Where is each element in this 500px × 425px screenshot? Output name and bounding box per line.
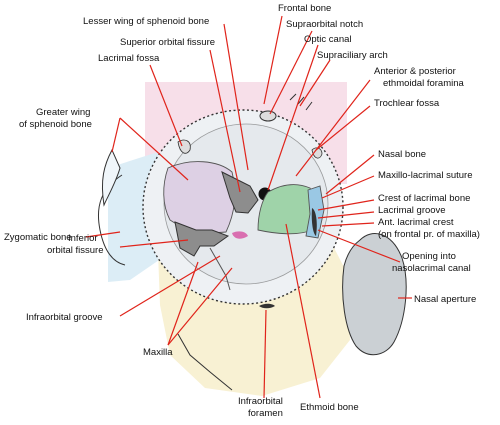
leader-infraorbital-foramen (263, 309, 267, 399)
label-greater-wing-2: of sphenoid bone (19, 119, 92, 130)
label-ethmoidal-foramina-2: ethmoidal foramina (383, 78, 465, 89)
leader-greater-wing-b (111, 117, 121, 153)
nasal-aperture (342, 233, 407, 356)
superior-orbital-fissure (221, 171, 259, 214)
label-supraorbital-notch: Supraorbital notch (286, 19, 363, 30)
label-lacrimal-groove: Lacrimal groove (378, 205, 446, 216)
label-nasal-bone: Nasal bone (378, 149, 426, 160)
inferior-orbital-fissure (174, 221, 230, 257)
leader-infraorbital-groove (119, 255, 221, 317)
leader-crest-lacrimal (317, 199, 375, 211)
label-maxilla: Maxilla (143, 347, 173, 358)
leader-frontal-bone (263, 15, 283, 105)
label-nasolacrimal-2: nasolacrimal canal (392, 263, 471, 274)
orbit (142, 109, 344, 305)
label-frontal-bone: Frontal bone (278, 3, 331, 14)
label-infraorbital-groove: Infraorbital groove (26, 312, 103, 323)
label-greater-wing-1: Greater wing (36, 107, 90, 118)
infraorbital-foramen (259, 303, 275, 309)
leader-optic-canal (267, 44, 319, 191)
leader-lesser-wing (223, 23, 249, 171)
label-lacrimal-fossa: Lacrimal fossa (98, 53, 160, 64)
leader-trochlear-fossa (315, 105, 371, 151)
leader-supraciliary-arch (299, 59, 331, 107)
leader-inferior-orbital-fissure (119, 239, 189, 248)
label-trochlear-fossa: Trochlear fossa (374, 98, 440, 109)
label-infraorbital-foramen-1: Infraorbital (238, 396, 283, 407)
leader-ethmoid-bone (285, 223, 321, 399)
cheek-outline (177, 333, 233, 391)
leader-lacrimal-groove (317, 211, 375, 219)
label-zygomatic-bone: Zygomatic bone (4, 232, 72, 243)
label-supraciliary-arch: Supraciliary arch (317, 50, 388, 61)
labels: Lesser wing of sphenoid bone Frontal bon… (4, 3, 480, 419)
leader-maxilla-a (167, 261, 199, 346)
trochlear-fossa (311, 147, 323, 159)
supraciliary-hatch (289, 93, 313, 111)
leader-nasal-bone (325, 154, 375, 195)
leader-maxilla-b (167, 267, 233, 346)
greater-wing-region (163, 161, 236, 233)
label-nasal-aperture: Nasal aperture (414, 294, 476, 305)
label-superior-orbital-fissure: Superior orbital fissure (120, 37, 215, 48)
nasal-region (259, 93, 407, 356)
leader-supraorbital-notch (269, 30, 313, 115)
leader-lacrimal-fossa (149, 64, 183, 147)
leader-ant-lacrimal-crest (321, 222, 375, 227)
label-infraorbital-foramen-2: foramen (248, 408, 283, 419)
label-lesser-wing: Lesser wing of sphenoid bone (83, 16, 209, 27)
label-crest-lacrimal-bone: Crest of lacrimal bone (378, 193, 470, 204)
label-ethmoid-bone: Ethmoid bone (300, 402, 359, 413)
label-maxillo-lacrimal-suture: Maxillo-lacrimal suture (378, 170, 473, 181)
leader-maxillo-lacrimal (321, 175, 375, 199)
infraorbital-groove-path (209, 247, 231, 291)
leader-greater-wing-a (119, 117, 189, 181)
lacrimal-region (305, 185, 325, 239)
palatine-spot (232, 231, 248, 239)
leader-zygomatic-bone (85, 231, 121, 238)
leader-ethmoidal-foramina (295, 79, 371, 177)
label-nasolacrimal-1: Opening into (402, 251, 456, 262)
nasolacrimal-opening (311, 208, 317, 236)
label-ant-lacrimal-crest-2: (on frontal pr. of maxilla) (378, 229, 480, 240)
leader-nasolacrimal (317, 229, 401, 263)
label-inferior-orbital-fissure-2: orbital fissure (47, 245, 104, 256)
supraorbital-notch (259, 110, 277, 122)
leader-lines (85, 15, 412, 399)
leader-superior-orbital-fissure (209, 49, 241, 193)
label-optic-canal: Optic canal (304, 34, 352, 45)
zygomatic-process (101, 148, 121, 207)
label-inferior-orbital-fissure-1: Inferior (68, 233, 98, 244)
label-ethmoidal-foramina-1: Anterior & posterior (374, 66, 456, 77)
label-ant-lacrimal-crest-1: Ant. lacrimal crest (378, 217, 454, 228)
